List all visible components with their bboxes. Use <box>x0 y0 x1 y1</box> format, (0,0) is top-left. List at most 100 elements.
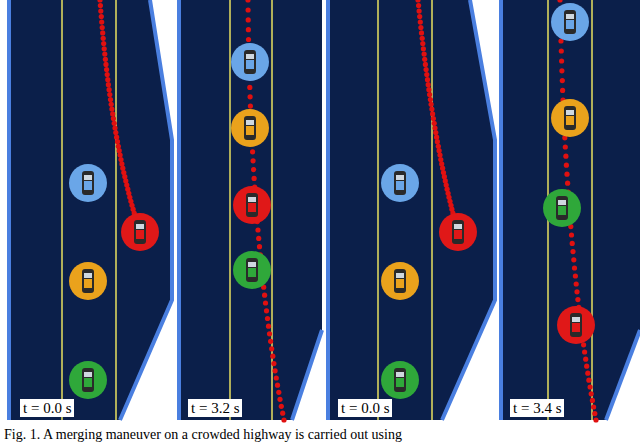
vehicle <box>121 213 159 251</box>
vehicle <box>69 164 107 202</box>
trajectory-dot <box>422 52 427 57</box>
trajectory-dot <box>588 384 593 389</box>
vehicle <box>381 361 419 399</box>
time-label: t = 3.2 s <box>188 399 242 417</box>
trajectory-dot <box>117 148 122 153</box>
trajectory-dot <box>574 281 579 286</box>
trajectory-dot <box>569 232 574 237</box>
vehicle <box>233 186 271 224</box>
trajectory-dot <box>592 411 597 416</box>
trajectory-dot <box>274 375 279 380</box>
trajectory-dot <box>422 57 427 62</box>
trajectory-dot <box>255 227 260 232</box>
trajectory-dot <box>564 172 569 177</box>
trajectory-dot <box>583 357 588 362</box>
trajectory-dot <box>265 316 270 321</box>
trajectory-dot <box>281 417 286 422</box>
vehicle <box>381 262 419 300</box>
trajectory-dot <box>269 346 274 351</box>
trajectory-dot <box>423 62 428 67</box>
trajectory-dot <box>107 87 112 92</box>
trajectory-dot <box>418 20 423 25</box>
trajectory-dot <box>440 166 445 171</box>
trajectory-dot <box>98 3 103 8</box>
trajectory-dot <box>275 383 280 388</box>
vehicle <box>439 213 477 251</box>
vehicle <box>543 189 581 227</box>
lane-lines <box>62 0 592 420</box>
trajectory-dot <box>589 391 594 396</box>
trajectory-dot <box>433 130 438 135</box>
trajectory-dot <box>430 111 435 116</box>
trajectory-dot <box>437 153 442 158</box>
trajectory-dot <box>280 411 285 416</box>
trajectory-dot <box>110 111 115 116</box>
vehicle <box>233 251 271 289</box>
trajectory-dot <box>590 398 595 403</box>
trajectory-dot <box>570 249 575 254</box>
trajectory-dot <box>563 154 568 159</box>
trajectory-dot <box>264 308 269 313</box>
trajectory-dot <box>429 107 434 112</box>
trajectory-dot <box>263 300 268 305</box>
trajectory-dot <box>118 157 123 162</box>
trajectory-dot <box>426 82 431 87</box>
trajectory-dot <box>120 166 125 171</box>
trajectory-dot <box>574 289 579 294</box>
trajectory-dot <box>276 390 281 395</box>
trajectory-dot <box>246 37 251 42</box>
trajectory-dot <box>251 158 256 163</box>
vehicle <box>551 99 589 137</box>
trajectory-dot <box>585 371 590 376</box>
trajectory-dot <box>251 167 256 172</box>
trajectory-dot <box>573 273 578 278</box>
trajectory-dot <box>267 331 272 336</box>
trajectory-dot <box>266 324 271 329</box>
vehicle <box>69 361 107 399</box>
trajectory-dot <box>436 144 441 149</box>
trajectory-dot <box>277 397 282 402</box>
trajectory-dot <box>437 148 442 153</box>
trajectory-dot <box>557 0 562 3</box>
trajectory-dot <box>432 121 437 126</box>
trajectory-dot <box>103 62 108 67</box>
trajectory-dot <box>279 404 284 409</box>
vehicle <box>69 262 107 300</box>
trajectory-dot <box>113 130 118 135</box>
trajectory-dot <box>101 41 106 46</box>
trajectory-dot <box>584 364 589 369</box>
trajectory-dot <box>559 68 564 73</box>
time-label: t = 0.0 s <box>20 399 74 417</box>
trajectory-dot <box>112 125 117 130</box>
road-edges <box>9 0 640 420</box>
trajectory-dot <box>416 3 421 8</box>
trajectory-dot <box>105 77 110 82</box>
trajectory-dot <box>571 257 576 262</box>
trajectory-dot <box>591 404 596 409</box>
trajectory-dot <box>245 0 250 3</box>
trajectory-dot <box>109 107 114 112</box>
trajectory-dot <box>586 378 591 383</box>
trajectory-dot <box>100 25 105 30</box>
trajectory-dot <box>419 30 424 35</box>
vehicle <box>381 164 419 202</box>
trajectory-dot <box>575 297 580 302</box>
trajectory-dot <box>103 57 108 62</box>
trajectory-dot <box>119 161 124 166</box>
trajectory-dot <box>102 52 107 57</box>
trajectory-dot <box>250 149 255 154</box>
trajectory-dot <box>564 163 569 168</box>
trajectory-dot <box>415 0 420 3</box>
trajectory-dot <box>107 92 112 97</box>
trajectory-dot <box>98 9 103 14</box>
trajectory-dot <box>417 14 422 19</box>
trajectory-dot <box>246 7 251 12</box>
trajectory-dot <box>105 72 110 77</box>
trajectory-dot <box>593 417 598 422</box>
figure-caption: Fig. 1. A merging maneuver on a crowded … <box>4 426 402 444</box>
trajectory-dot <box>270 354 275 359</box>
trajectory-dot <box>102 46 107 51</box>
trajectory-dot <box>434 135 439 140</box>
trajectory-dot <box>429 102 434 107</box>
